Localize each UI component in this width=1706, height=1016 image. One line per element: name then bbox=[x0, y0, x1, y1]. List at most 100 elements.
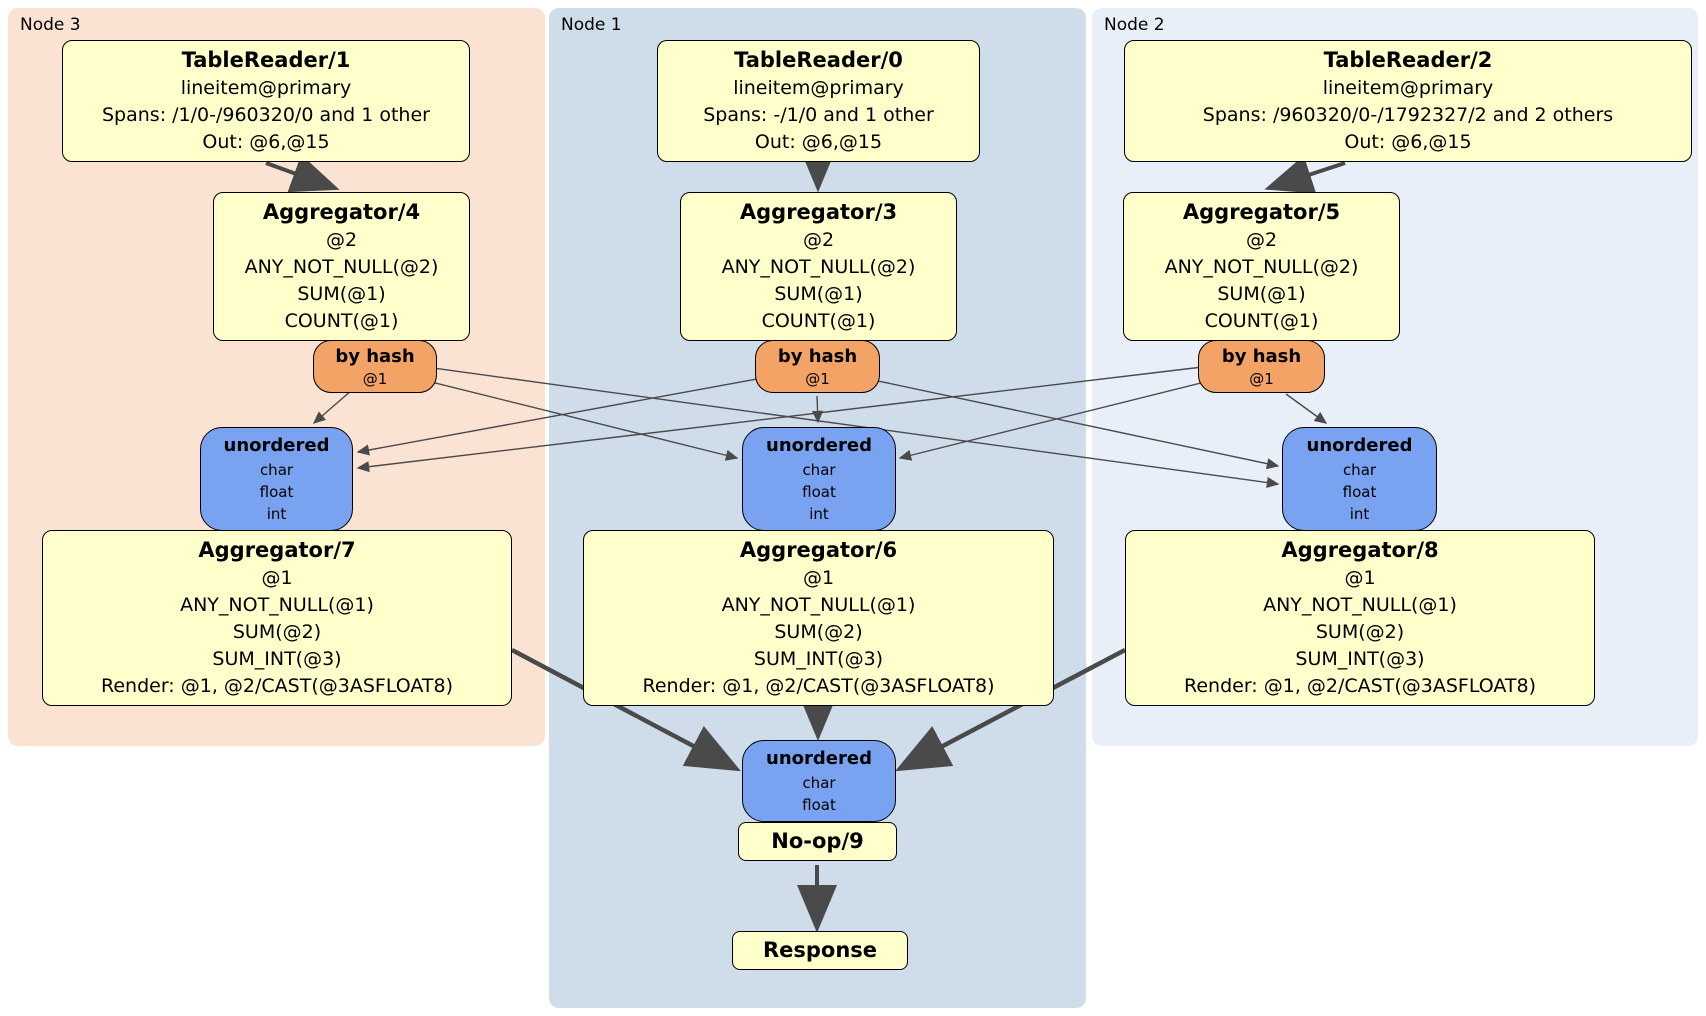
node-title: Aggregator/3 bbox=[739, 200, 898, 224]
node-detail: ANY_NOT_NULL(@2) bbox=[244, 256, 439, 278]
by-hash-router-node1: by hash @1 bbox=[755, 340, 880, 393]
node-detail: SUM_INT(@3) bbox=[753, 648, 884, 670]
sync-type: char bbox=[259, 461, 294, 479]
sync-title: unordered bbox=[766, 435, 872, 456]
sync-title: unordered bbox=[223, 435, 330, 456]
node-detail: Spans: /960320/0-/1792327/2 and 2 others bbox=[1202, 104, 1614, 126]
aggregator-8-node: Aggregator/8 @1 ANY_NOT_NULL(@1) SUM(@2)… bbox=[1125, 530, 1595, 706]
node-detail: SUM(@2) bbox=[1315, 621, 1405, 643]
edge-aggregator8-final-unordered bbox=[895, 648, 1127, 772]
node-title: Aggregator/7 bbox=[198, 538, 356, 562]
node-detail: SUM_INT(@3) bbox=[1295, 648, 1425, 670]
sync-type: char bbox=[1342, 461, 1377, 479]
node-title: Aggregator/4 bbox=[262, 200, 421, 224]
router-columns: @1 bbox=[805, 370, 830, 388]
node-detail: ANY_NOT_NULL(@1) bbox=[721, 594, 916, 616]
node-detail: COUNT(@1) bbox=[1204, 310, 1319, 332]
sync-type: int bbox=[809, 505, 829, 523]
node-detail: SUM(@1) bbox=[1217, 283, 1306, 305]
router-columns: @1 bbox=[362, 370, 388, 388]
node-title: TableReader/2 bbox=[1323, 48, 1493, 72]
sync-type: char bbox=[802, 774, 836, 792]
edge-byhash1-unordered1 bbox=[811, 395, 824, 424]
edge-byhash2-unordered2 bbox=[1285, 393, 1328, 424]
aggregator-6-node: Aggregator/6 @1 ANY_NOT_NULL(@1) SUM(@2)… bbox=[583, 530, 1054, 706]
node-detail: ANY_NOT_NULL(@2) bbox=[1164, 256, 1359, 278]
node-detail: @2 bbox=[802, 229, 835, 251]
node-detail: lineitem@primary bbox=[180, 77, 352, 99]
sync-type: float bbox=[1342, 483, 1377, 501]
node-detail: @1 bbox=[1344, 567, 1376, 589]
node-detail: Render: @1, @2/CAST(@3ASFLOAT8) bbox=[1184, 675, 1536, 697]
unordered-sync-node3: unordered char float int bbox=[200, 427, 353, 531]
tablereader-0-node: TableReader/0 lineitem@primary Spans: -/… bbox=[657, 40, 980, 162]
response-node: Response bbox=[732, 931, 908, 970]
node-detail: Spans: /1/0-/960320/0 and 1 other bbox=[102, 104, 430, 126]
router-title: by hash bbox=[1221, 346, 1302, 367]
router-title: by hash bbox=[335, 346, 415, 367]
node-detail: Render: @1, @2/CAST(@3ASFLOAT8) bbox=[101, 675, 453, 697]
unordered-sync-final: unordered char float bbox=[742, 740, 896, 822]
sync-type: float bbox=[802, 796, 836, 814]
node-title: Aggregator/8 bbox=[1281, 538, 1439, 562]
node-detail: COUNT(@1) bbox=[761, 310, 876, 332]
edge-byhash1-unordered2 bbox=[816, 367, 1280, 470]
node-detail: @1 bbox=[802, 567, 835, 589]
edge-aggregator7-final-unordered bbox=[510, 648, 741, 772]
node-detail: SUM(@1) bbox=[774, 283, 863, 305]
sync-type: int bbox=[266, 505, 287, 523]
node-detail: ANY_NOT_NULL(@1) bbox=[1263, 594, 1457, 616]
aggregator-5-node: Aggregator/5 @2 ANY_NOT_NULL(@2) SUM(@1)… bbox=[1123, 192, 1400, 341]
node-detail: @2 bbox=[325, 229, 358, 251]
node-detail: COUNT(@1) bbox=[284, 310, 399, 332]
node-detail: lineitem@primary bbox=[733, 77, 904, 99]
edge-tablereader2-aggregator5 bbox=[1264, 155, 1346, 194]
aggregator-7-node: Aggregator/7 @1 ANY_NOT_NULL(@1) SUM(@2)… bbox=[42, 530, 512, 706]
node-detail: SUM_INT(@3) bbox=[212, 648, 342, 670]
edge-tablereader1-aggregator4 bbox=[265, 154, 340, 193]
node3-region-label: Node 3 bbox=[20, 15, 81, 35]
node1-region-label: Node 1 bbox=[561, 15, 622, 35]
sync-type: float bbox=[802, 483, 836, 501]
unordered-sync-node1: unordered char float int bbox=[742, 427, 896, 531]
node-detail: Render: @1, @2/CAST(@3ASFLOAT8) bbox=[642, 675, 995, 697]
tablereader-2-node: TableReader/2 lineitem@primary Spans: /9… bbox=[1124, 40, 1692, 162]
node-detail: SUM(@2) bbox=[774, 621, 863, 643]
node-detail: Out: @6,@15 bbox=[754, 131, 883, 153]
node-title: Response bbox=[762, 938, 878, 962]
sync-title: unordered bbox=[766, 748, 872, 769]
node-title: No-op/9 bbox=[771, 829, 864, 853]
node-detail: ANY_NOT_NULL(@1) bbox=[180, 594, 374, 616]
sync-type: int bbox=[1349, 505, 1370, 523]
aggregator-3-node: Aggregator/3 @2 ANY_NOT_NULL(@2) SUM(@1)… bbox=[680, 192, 957, 341]
node-title: TableReader/0 bbox=[734, 48, 903, 72]
sync-type: char bbox=[802, 461, 836, 479]
sync-title: unordered bbox=[1306, 435, 1413, 456]
node2-region-label: Node 2 bbox=[1104, 15, 1165, 35]
node-detail: ANY_NOT_NULL(@2) bbox=[721, 256, 916, 278]
aggregator-4-node: Aggregator/4 @2 ANY_NOT_NULL(@2) SUM(@1)… bbox=[213, 192, 470, 341]
node-detail: SUM(@2) bbox=[232, 621, 322, 643]
node-detail: @2 bbox=[1245, 229, 1278, 251]
by-hash-router-node3: by hash @1 bbox=[313, 340, 437, 393]
node-detail: lineitem@primary bbox=[1322, 77, 1494, 99]
noop-9-node: No-op/9 bbox=[738, 822, 897, 861]
tablereader-1-node: TableReader/1 lineitem@primary Spans: /1… bbox=[62, 40, 470, 162]
node-title: TableReader/1 bbox=[181, 48, 351, 72]
edge-byhash3-unordered2 bbox=[374, 359, 1280, 489]
edge-byhash3-unordered1 bbox=[374, 367, 739, 461]
node-title: Aggregator/6 bbox=[739, 538, 898, 562]
sync-type: float bbox=[259, 483, 294, 501]
node-detail: Out: @6,@15 bbox=[1344, 131, 1472, 153]
node-detail: Out: @6,@15 bbox=[202, 131, 330, 153]
node-detail: Spans: -/1/0 and 1 other bbox=[703, 104, 934, 126]
node-detail: @1 bbox=[261, 567, 293, 589]
unordered-sync-node2: unordered char float int bbox=[1282, 427, 1437, 531]
node-detail: SUM(@1) bbox=[297, 283, 386, 305]
node-title: Aggregator/5 bbox=[1182, 200, 1341, 224]
edge-byhash1-unordered3 bbox=[356, 367, 818, 456]
router-columns: @1 bbox=[1249, 370, 1274, 388]
edge-byhash2-unordered3 bbox=[356, 359, 1262, 473]
